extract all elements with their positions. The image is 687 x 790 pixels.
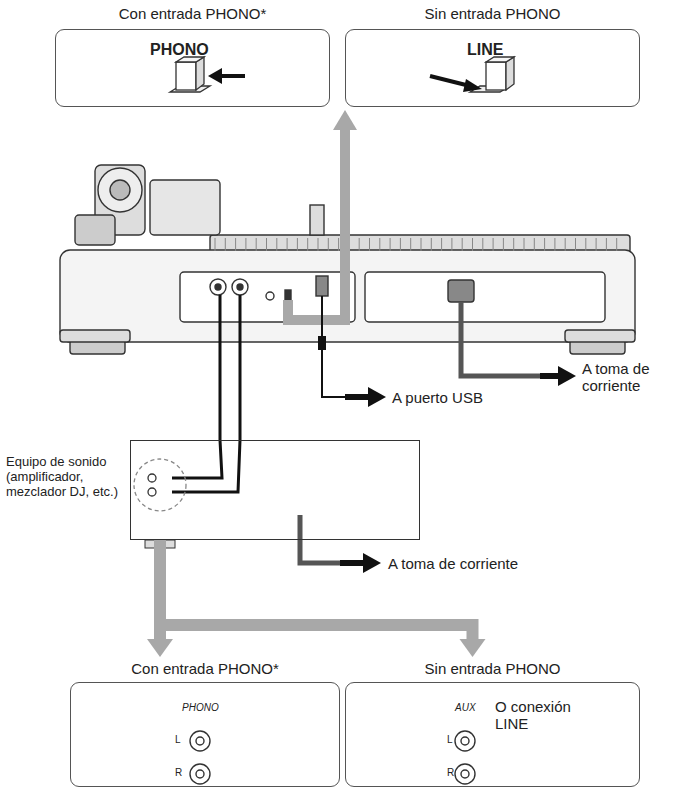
platter-rib xyxy=(287,238,288,251)
platter-rib xyxy=(585,238,586,251)
power-arrow xyxy=(540,373,560,379)
platter-rib xyxy=(493,238,494,251)
platter-rib xyxy=(410,238,411,251)
platter-rib xyxy=(462,238,463,251)
platter-rib xyxy=(596,238,597,251)
platter-rib xyxy=(616,238,617,251)
platter-rib xyxy=(554,238,555,251)
platter-rib xyxy=(482,238,483,251)
box-text: L xyxy=(447,734,453,746)
platter-rib xyxy=(575,238,576,251)
platter-ribs xyxy=(215,238,617,251)
platter-rib xyxy=(606,238,607,251)
option-box: Sin entrada PHONO LINE xyxy=(345,5,640,107)
platter-rib xyxy=(328,238,329,251)
push-arrow xyxy=(218,74,245,78)
platter-rib xyxy=(565,238,566,251)
option-box: Con entrada PHONO* PHONO L R xyxy=(70,660,340,787)
platter-rib xyxy=(534,238,535,251)
usb-arrow xyxy=(345,394,370,400)
box-text: LINE xyxy=(467,41,503,59)
push-arrow xyxy=(430,76,470,86)
platter-rib xyxy=(235,238,236,251)
platter-rib xyxy=(472,238,473,251)
box-frame xyxy=(70,682,340,787)
box-text: R xyxy=(447,767,454,779)
platter-rib xyxy=(431,238,432,251)
power-arrow-head xyxy=(558,366,576,386)
platter-rib xyxy=(307,238,308,251)
option-box: Sin entrada PHONO AUX L R O conexión LINE xyxy=(345,660,640,787)
equipment-box: Equipo de sonido (amplificador, mezclado… xyxy=(130,440,420,540)
platter-rib xyxy=(524,238,525,251)
platter-rib xyxy=(513,238,514,251)
jack-highlight xyxy=(134,459,186,511)
switch-arrow-head xyxy=(333,110,357,130)
platter-rib xyxy=(225,238,226,251)
power-arrow xyxy=(340,560,365,566)
rca-jack xyxy=(148,474,156,482)
cable-destination-label: A toma de corriente xyxy=(388,555,518,572)
push-arrow-head xyxy=(208,68,222,84)
platter-rib xyxy=(256,238,257,251)
platter-rib xyxy=(451,238,452,251)
platter-rib xyxy=(245,238,246,251)
box-heading: Sin entrada PHONO xyxy=(345,660,640,677)
power-arrow-head xyxy=(363,553,381,573)
rca-jack xyxy=(148,488,156,496)
platter-rib xyxy=(215,238,216,251)
box-heading: Con entrada PHONO* xyxy=(70,660,340,677)
platter-rib xyxy=(318,238,319,251)
box-heading: Sin entrada PHONO xyxy=(345,5,640,22)
platter-rib xyxy=(338,238,339,251)
platter-rib xyxy=(369,238,370,251)
box-text: Equipo de sonido (amplificador, mezclado… xyxy=(6,455,124,500)
rca-cable xyxy=(172,295,240,492)
box-frame xyxy=(345,682,640,787)
rca-cable xyxy=(172,295,222,478)
box-text: O conexión LINE xyxy=(495,698,605,733)
phono-switch xyxy=(170,57,210,92)
cable-destination-label: A puerto USB xyxy=(392,389,483,406)
arrow-head xyxy=(460,639,486,657)
platter-rib xyxy=(266,238,267,251)
box-heading: Con entrada PHONO* xyxy=(55,5,330,22)
box-text: R xyxy=(175,767,182,779)
platter-rib xyxy=(421,238,422,251)
platter-rib xyxy=(390,238,391,251)
cable-destination-label: A toma de corriente xyxy=(582,360,682,395)
box-text: PHONO xyxy=(150,41,209,59)
platter-rib xyxy=(441,238,442,251)
option-box: Con entrada PHONO* PHONO xyxy=(55,5,330,107)
box-text: L xyxy=(175,734,181,746)
usb-ferrite xyxy=(318,336,326,350)
box-text: AUX xyxy=(455,702,476,714)
platter-rib xyxy=(359,238,360,251)
platter-rib xyxy=(379,238,380,251)
power-cable xyxy=(300,515,340,563)
platter-rib xyxy=(544,238,545,251)
platter-rib xyxy=(276,238,277,251)
usb-arrow-head xyxy=(368,387,386,407)
platter-rib xyxy=(400,238,401,251)
box-frame xyxy=(55,29,330,107)
box-text: PHONO xyxy=(182,702,219,714)
push-arrow-head xyxy=(463,79,482,92)
platter-rib xyxy=(297,238,298,251)
platter-rib xyxy=(503,238,504,251)
rca-jacks xyxy=(190,731,475,784)
box-frame xyxy=(345,29,640,107)
power-cable xyxy=(461,302,540,376)
arrow-head xyxy=(147,639,173,657)
switch-arrow xyxy=(288,128,345,320)
